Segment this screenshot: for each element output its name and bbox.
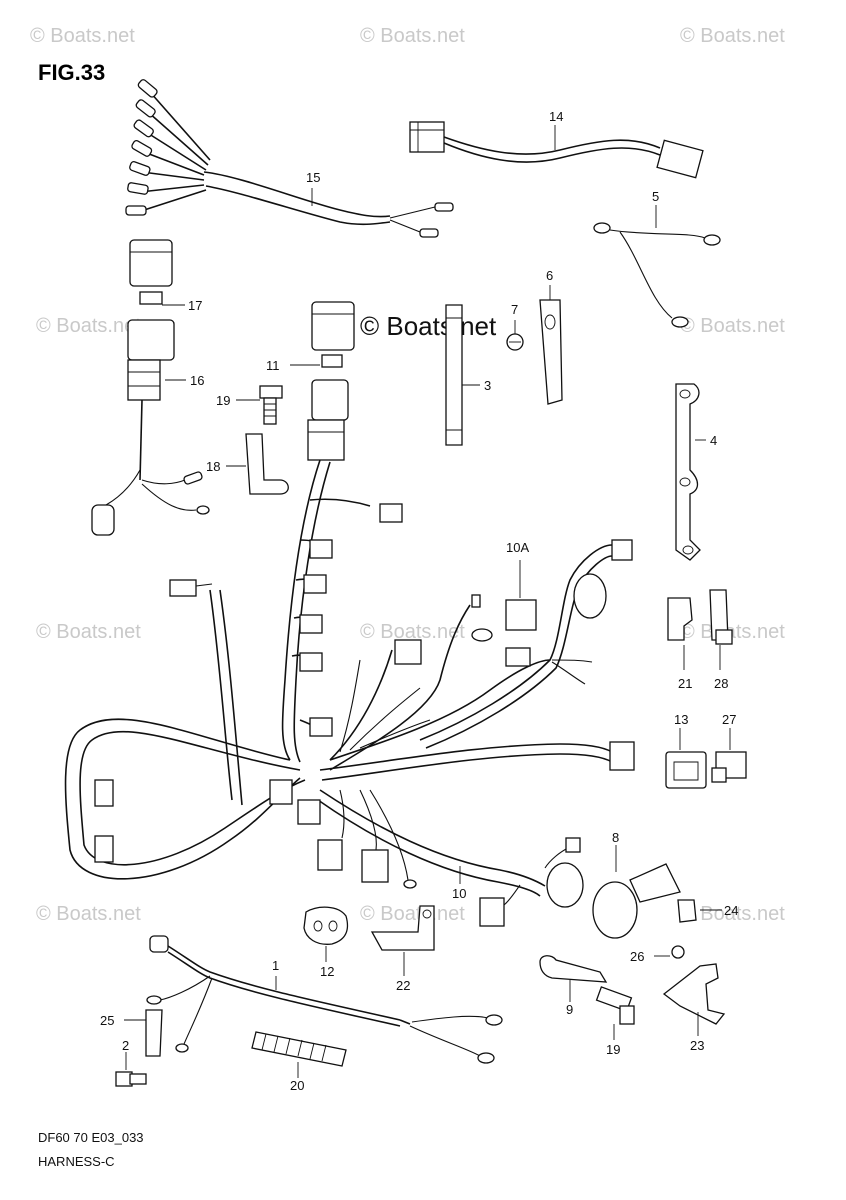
part-2-screw: 2 — [115, 1038, 147, 1087]
callout-21: 21 — [678, 676, 692, 691]
part-3-strap: 3 — [445, 304, 491, 446]
callout-6: 6 — [546, 268, 553, 283]
callout-5: 5 — [652, 189, 659, 204]
part-1-ground-harness: 1 — [146, 935, 503, 1064]
part-22-bracket: 22 — [370, 905, 435, 993]
callout-24: 24 — [724, 903, 738, 918]
part-25-plate: 25 — [100, 1009, 163, 1057]
callout-25: 25 — [100, 1013, 114, 1028]
part-16-17-relay: 17 16 — [91, 239, 210, 536]
part-8-grommet: 8 — [592, 830, 681, 939]
part-23-bracket: 23 — [662, 963, 726, 1053]
watermark: © Boats.net — [680, 903, 785, 925]
watermarks: © Boats.net © Boats.net © Boats.net © Bo… — [30, 25, 785, 925]
part-4-strap: 4 — [675, 383, 717, 561]
watermark: © Boats.net — [36, 315, 141, 337]
part-12-grommet: 12 — [303, 906, 349, 979]
callout-11: 11 — [266, 358, 280, 373]
part-27-clip: 27 — [711, 712, 747, 783]
watermark: © Boats.net — [680, 25, 785, 47]
callout-15: 15 — [306, 170, 320, 185]
callout-14: 14 — [549, 109, 563, 124]
watermark: © Boats.net — [30, 25, 135, 47]
part-9-bracket: 9 — [539, 955, 608, 1017]
part-10-main-harness: 10 — [64, 459, 635, 927]
watermark: © Boats.net — [360, 25, 465, 47]
callout-28: 28 — [714, 676, 728, 691]
part-10a-component: 10A — [505, 540, 537, 631]
watermark-center: © Boats.net — [360, 311, 497, 341]
callout-1: 1 — [272, 958, 279, 973]
callout-10: 10 — [452, 886, 466, 901]
callout-16: 16 — [190, 373, 204, 388]
part-18-bracket: 18 — [206, 433, 289, 495]
callout-2: 2 — [122, 1038, 129, 1053]
watermark: © Boats.net — [360, 903, 465, 925]
callout-22: 22 — [396, 978, 410, 993]
callout-26: 26 — [630, 949, 644, 964]
callout-23: 23 — [690, 1038, 704, 1053]
part-6-bracket: 6 — [539, 268, 563, 405]
part-14-harness: 14 — [409, 109, 704, 179]
callout-7: 7 — [511, 302, 518, 317]
watermark: © Boats.net — [680, 315, 785, 337]
part-15-harness: 15 — [125, 79, 454, 238]
callout-13: 13 — [674, 712, 688, 727]
part-7-screw: 7 — [506, 302, 524, 351]
part-13-cover: 13 — [665, 712, 707, 789]
part-19-bolt-lower: 19 — [595, 986, 635, 1057]
callout-10a: 10A — [506, 540, 529, 555]
footer-caption: HARNESS-C — [38, 1154, 115, 1169]
part-28-clip: 28 — [709, 589, 733, 691]
callout-12: 12 — [320, 964, 334, 979]
part-21-clip: 21 — [667, 597, 693, 691]
footer-code: DF60 70 E03_033 — [38, 1130, 144, 1145]
callout-18: 18 — [206, 459, 220, 474]
part-19-bolt: 19 — [216, 385, 283, 425]
callout-9: 9 — [566, 1002, 573, 1017]
part-5-ground-wire: 5 — [593, 189, 721, 328]
callout-17: 17 — [188, 298, 202, 313]
callout-4: 4 — [710, 433, 717, 448]
watermark: © Boats.net — [36, 903, 141, 925]
callout-19a: 19 — [216, 393, 230, 408]
part-24-clip: 24 — [677, 899, 738, 923]
callout-3: 3 — [484, 378, 491, 393]
callout-27: 27 — [722, 712, 736, 727]
callout-20: 20 — [290, 1078, 304, 1093]
part-20-tube: 20 — [251, 1031, 347, 1093]
callout-19b: 19 — [606, 1042, 620, 1057]
figure-title: FIG.33 — [38, 60, 105, 85]
watermark: © Boats.net — [360, 621, 465, 643]
part-26-screw: 26 — [630, 945, 685, 964]
part-11-relay: 11 — [266, 301, 355, 461]
callout-8: 8 — [612, 830, 619, 845]
watermark: © Boats.net — [36, 621, 141, 643]
